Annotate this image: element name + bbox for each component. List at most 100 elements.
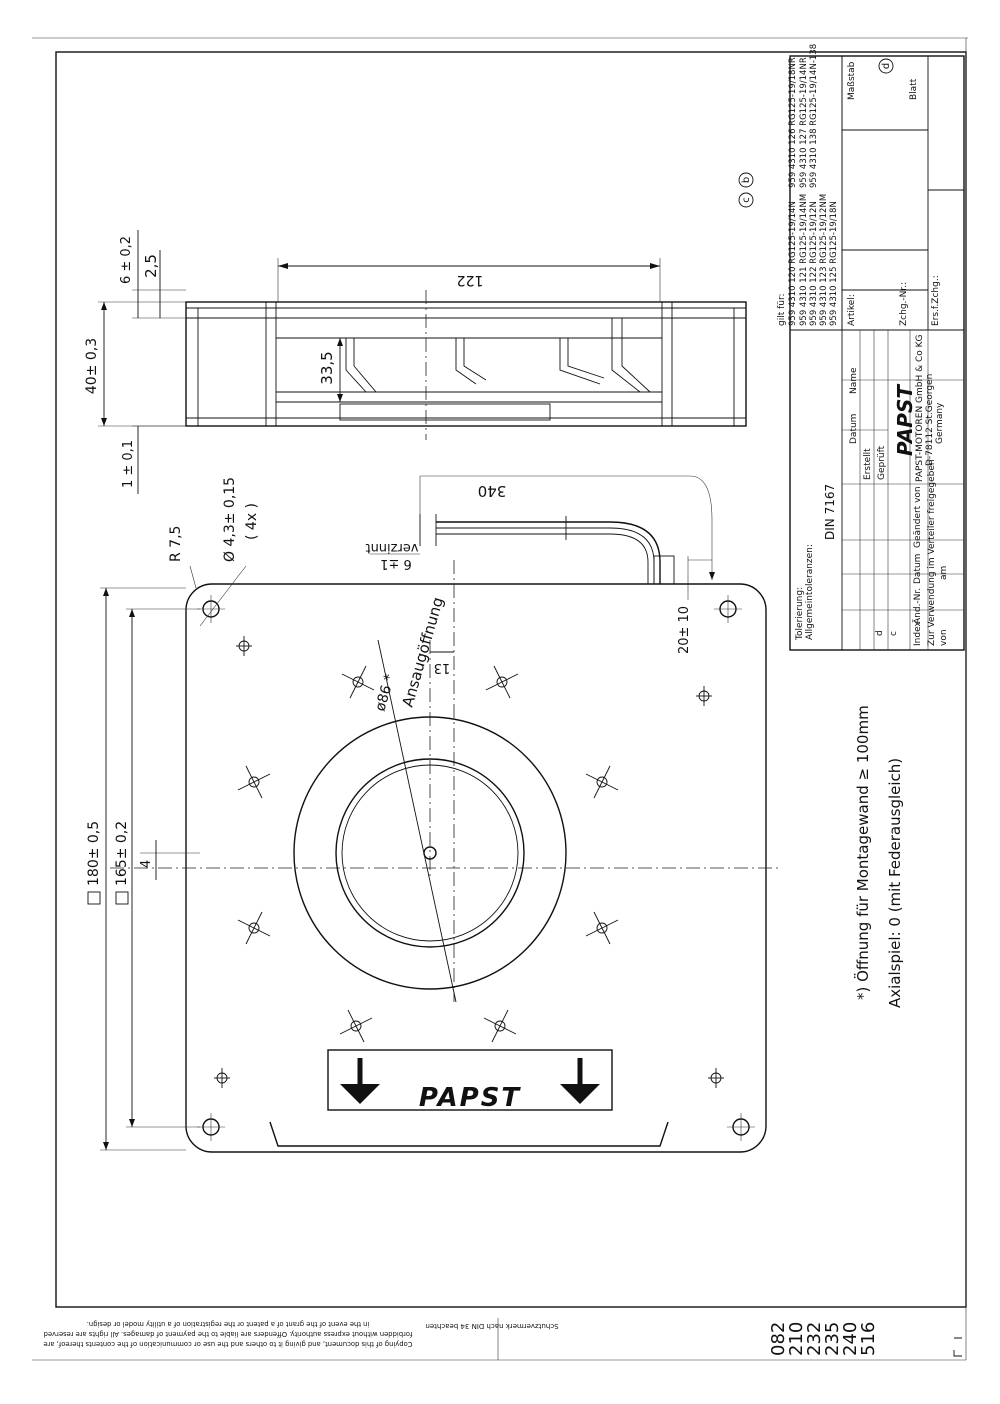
corner-hole (714, 595, 742, 623)
corner-hole (197, 1113, 225, 1141)
date-column-label: Datum (849, 414, 859, 444)
dimension-165: 165± 0,2 (114, 821, 130, 886)
cable-wire (436, 521, 661, 584)
revision-mark: b (738, 172, 754, 188)
inlet-opening (335, 758, 525, 948)
scale-label: Maßstab (847, 61, 857, 100)
change-date-label: Datum (913, 554, 923, 584)
radial-hole (339, 1009, 373, 1043)
radial-hole (341, 665, 375, 699)
arrow-down-icon (340, 1058, 380, 1104)
note-axial-play: Axialspiel: 0 (mit Federausgleich) (886, 758, 904, 1008)
dimension-180: 180± 0,5 (86, 821, 102, 886)
radial-hole (483, 1009, 517, 1043)
square-symbol (115, 891, 129, 905)
dimension-cable-length: 340 (478, 482, 507, 500)
dimension-2-5: 2,5 (142, 254, 160, 278)
footer-code: 082 (768, 1322, 789, 1356)
footer: Copying of this document, and giving it … (43, 1320, 879, 1356)
dimension-hole-diameter: Ø 4,3± 0,15 (222, 477, 238, 562)
company-logo: PAPST (893, 384, 917, 456)
corner-mark (953, 1337, 962, 1357)
logo-label-plate (327, 1049, 613, 1111)
svg-text:b: b (741, 177, 752, 183)
impeller-blade (455, 338, 487, 385)
dimension-hole-count: ( 4x ) (244, 503, 260, 540)
arrow-down-icon (560, 1058, 600, 1104)
part-row: 959 4310 123 RG125-19/12NM (819, 194, 829, 326)
din-standard: DIN 7167 (823, 484, 837, 540)
logo-papst: PAPST (419, 1083, 522, 1113)
front-view: ø86 * Ansaugöffnung 13 (86, 477, 780, 1153)
footer-code: 235 (822, 1322, 843, 1356)
part-row: 959 4310 122 RG125-19/12N (809, 201, 819, 326)
copyright-line: forbidden without express authority. Off… (44, 1330, 413, 1338)
name-column-label: Name (849, 367, 859, 394)
valid-for-label: gilt für: (777, 293, 787, 326)
tolerance-label: Tolerierung: (795, 587, 805, 641)
cable-grommet (653, 555, 675, 585)
footer-code: 210 (786, 1322, 807, 1356)
svg-text:c: c (741, 197, 752, 203)
general-tolerance-label: Allgemeintoleranzen: (805, 544, 815, 640)
cable: 340 6 ±1 verzinnt 20± 10 (365, 475, 715, 654)
company-line-3: Germany (935, 402, 945, 444)
corner-hole (727, 1113, 755, 1141)
dimension-40: 40± 0,3 (84, 338, 100, 394)
side-view: 122 33,5 40± 0,3 6 ± 0,2 2,5 1 ± 0,1 (84, 230, 747, 494)
mounting-hole (696, 686, 712, 706)
footer-code: 232 (804, 1322, 825, 1356)
article-label: Artikel: (847, 294, 857, 326)
revision-mark: d (878, 58, 894, 74)
created-label: Erstellt (863, 448, 873, 480)
dimension-radius: R 7,5 (168, 526, 184, 562)
radial-hole (485, 665, 519, 699)
title-block: gilt für: 959 4310 120 RG125-19/14N 959 … (777, 44, 965, 651)
part-row: 959 4310 121 RG125-19/14NM (799, 194, 809, 326)
index-label: Index (913, 621, 923, 646)
protection-note: Schutzvermerk nach DIN 34 beachten (425, 1322, 558, 1330)
mounting-hole (214, 1068, 230, 1088)
radial-hole (237, 911, 271, 945)
release-line: Zur Verwendung im Verteiler freigegeben (927, 459, 937, 646)
label-tinned: verzinnt (365, 540, 418, 555)
impeller-blade (559, 338, 605, 385)
checked-label: Geprüft (877, 445, 887, 480)
plate-bottom-edge (269, 1121, 669, 1147)
footer-code: 516 (858, 1322, 879, 1356)
dimension-strip-length: 6 ±1 (380, 556, 412, 571)
dimension-13: 13 (434, 660, 451, 675)
radial-hole (237, 765, 271, 799)
impeller-blade (611, 318, 651, 393)
from-label: von (939, 629, 949, 646)
drawing-number-label: Zchg.-Nr.: (899, 282, 909, 326)
sheet-label: Blatt (909, 78, 919, 100)
copyright-line: Copying of this document, and giving it … (43, 1340, 412, 1348)
dimension-20: 20± 10 (677, 606, 692, 654)
dimension-33-5: 33,5 (318, 351, 336, 384)
title-block-frame (789, 55, 965, 651)
change-number-label: Änd.-Nr. (912, 588, 923, 624)
part-row: 959 4310 127 RG125-19/14NR (799, 57, 809, 188)
svg-text:d: d (881, 63, 892, 69)
part-row: 959 4310 126 RG125-19/18NR (788, 57, 798, 188)
dimension-122: 122 (457, 272, 484, 288)
corner-hole (197, 595, 225, 623)
mounting-hole (708, 1068, 724, 1088)
radial-hole (585, 765, 619, 799)
part-row: 959 4310 138 RG125-19/14N-138 (809, 44, 819, 188)
part-row: 959 4310 125 RG125-19/18N (829, 201, 839, 326)
square-symbol (87, 891, 101, 905)
changed-by-label: Geändert von (913, 486, 923, 548)
inlet-outer-ring (293, 716, 567, 990)
on-label: am (939, 566, 949, 580)
company-line-2: D-78112 St.Georgen (925, 374, 935, 466)
mounting-hole (236, 636, 252, 656)
impeller-blade (345, 338, 377, 393)
company-line-1: PAPST-MOTOREN GmbH & Co KG (915, 334, 925, 482)
footer-code: 240 (840, 1322, 861, 1356)
dimension-1: 1 ± 0,1 (121, 440, 136, 488)
inlet-diameter: ø86 * (372, 672, 398, 713)
copyright-line: in the event of the grant of a patent or… (87, 1320, 370, 1328)
